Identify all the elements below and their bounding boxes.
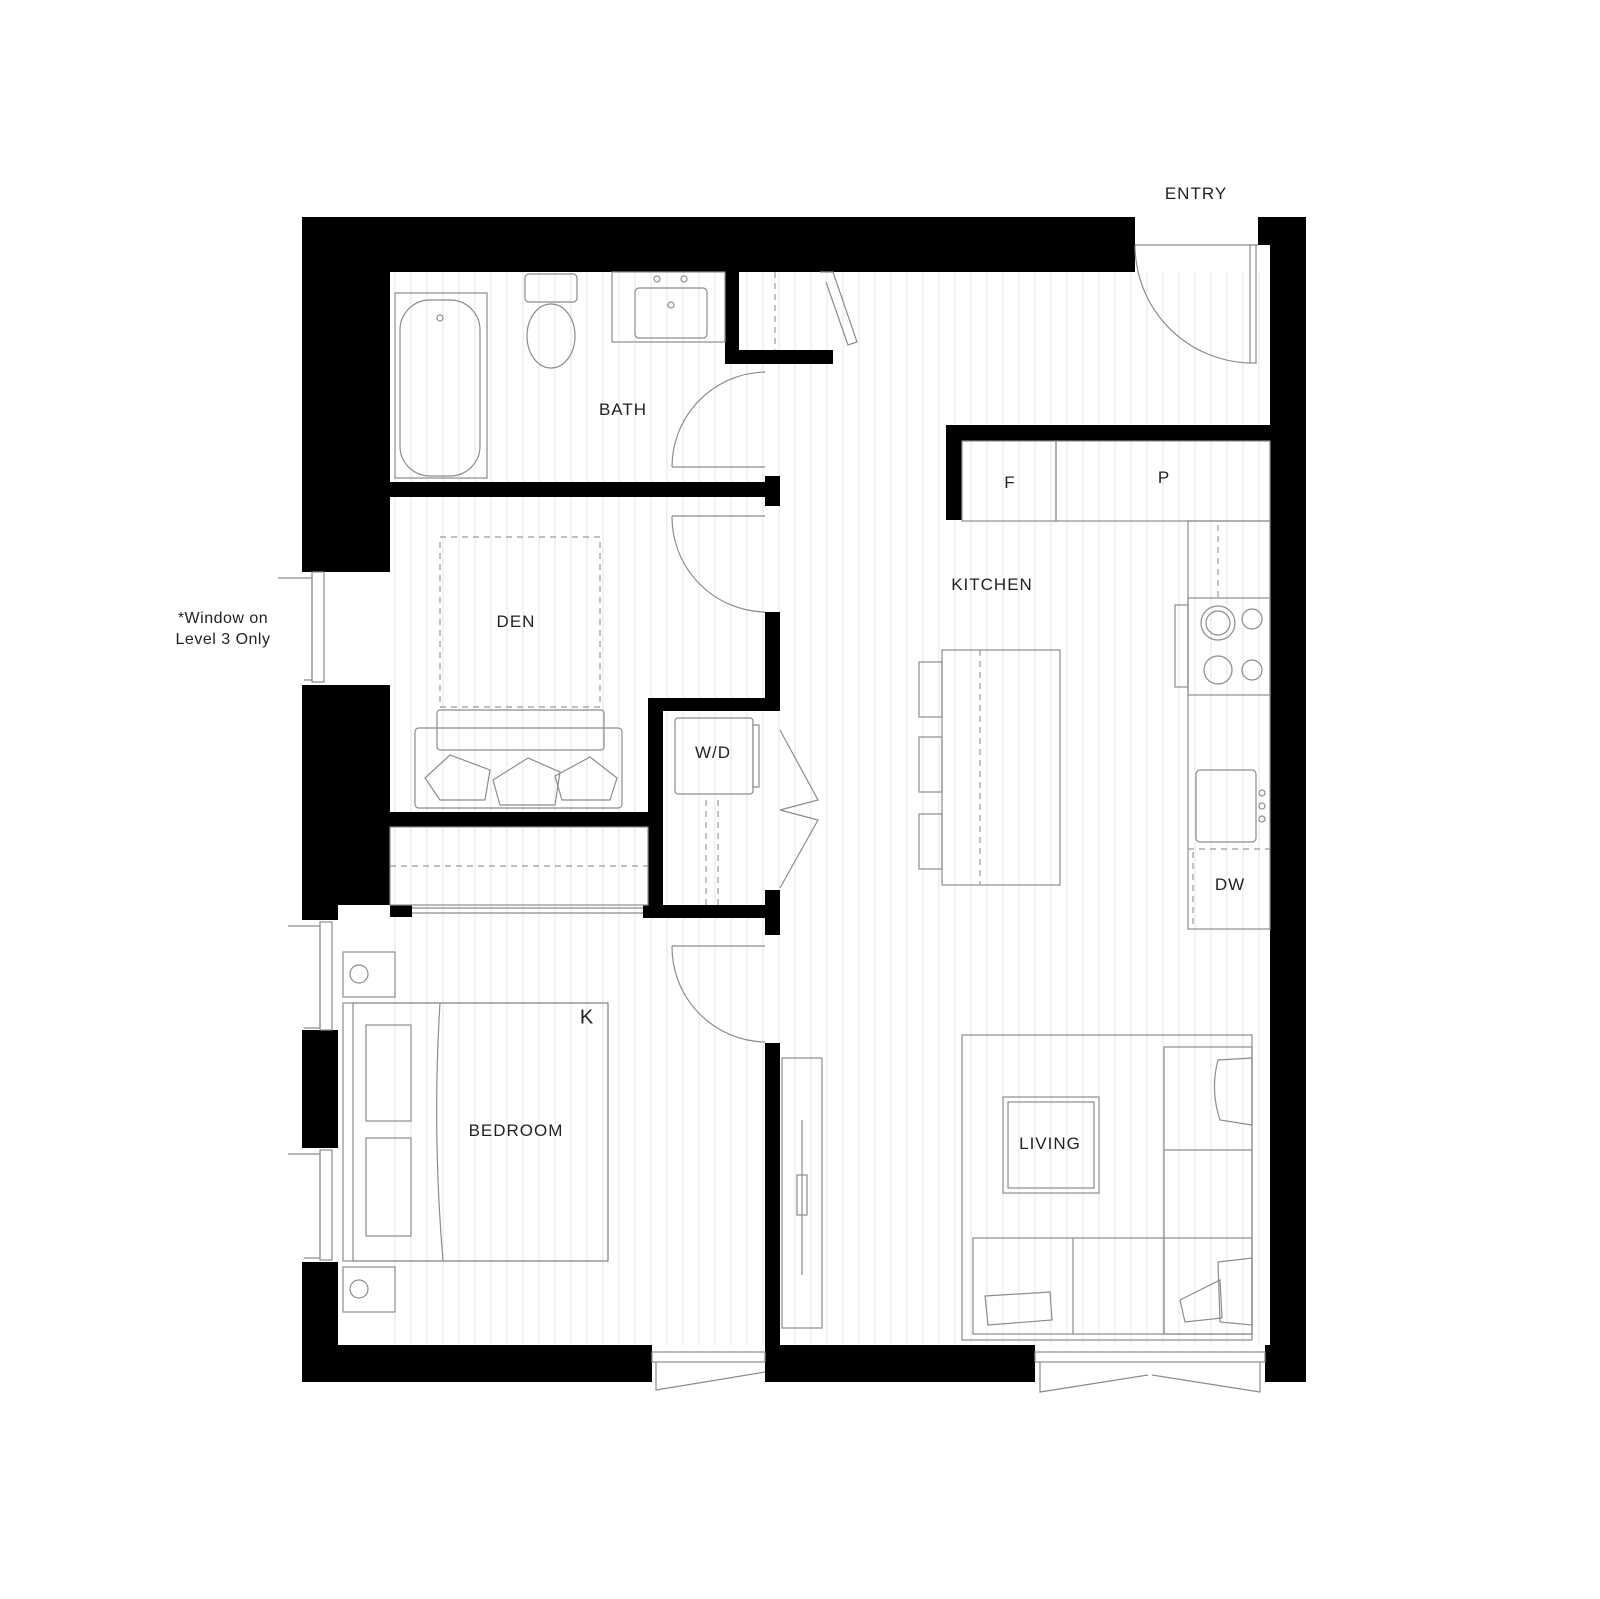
den-door[interactable] — [671, 515, 766, 613]
bathtub — [394, 292, 488, 479]
hallway-closet — [781, 1057, 823, 1329]
washer-dryer-label: W/D — [694, 743, 732, 762]
toilet — [524, 273, 578, 369]
living-window — [1034, 1351, 1266, 1393]
nightstand-top — [342, 951, 396, 998]
hall-closet — [389, 826, 649, 914]
wd-bifold-door[interactable] — [779, 729, 819, 889]
kitchen-label: KITCHEN — [951, 575, 1033, 594]
exterior-walls — [302, 217, 1306, 1382]
window-note-line2: Level 3 Only — [175, 631, 271, 648]
washer-dryer — [674, 717, 760, 905]
window-note: *Window on Level 3 Only — [158, 608, 288, 650]
bedroom-window-upper — [288, 921, 333, 1031]
bedroom-window-lower — [288, 1149, 333, 1261]
kitchen-sink — [1195, 769, 1266, 843]
dishwasher — [1188, 848, 1270, 926]
den-window — [278, 571, 325, 683]
kitchen-counter — [1187, 520, 1271, 930]
entry-door[interactable] — [1134, 244, 1258, 364]
den-sofa — [414, 709, 623, 809]
window-note-line1: *Window on — [177, 610, 269, 627]
sectional-sofa — [972, 1046, 1253, 1335]
bed-size-label: K — [579, 1006, 595, 1029]
kitchen-island — [918, 649, 1061, 886]
pantry — [1055, 440, 1271, 522]
bath-sink — [611, 271, 726, 343]
king-bed — [342, 1002, 609, 1262]
bedroom-window-bottom — [651, 1351, 766, 1391]
interior-walls — [302, 272, 1270, 1382]
cooktop — [1174, 597, 1271, 696]
bedroom-door[interactable] — [671, 945, 766, 1043]
den-rug — [439, 536, 601, 708]
bedroom-label: BEDROOM — [468, 1121, 564, 1140]
coffee-table — [1002, 1096, 1100, 1194]
fridge-label: F — [1004, 473, 1016, 492]
bath-door[interactable] — [671, 371, 766, 468]
living-label: LIVING — [1019, 1134, 1081, 1153]
entry-label: ENTRY — [1164, 184, 1228, 203]
nightstand-bottom — [342, 1266, 396, 1313]
dishwasher-label: DW — [1214, 875, 1246, 894]
linen-closet — [774, 271, 858, 350]
pantry-label: P — [1157, 468, 1171, 487]
den-label: DEN — [496, 612, 536, 631]
bath-label: BATH — [598, 400, 648, 419]
